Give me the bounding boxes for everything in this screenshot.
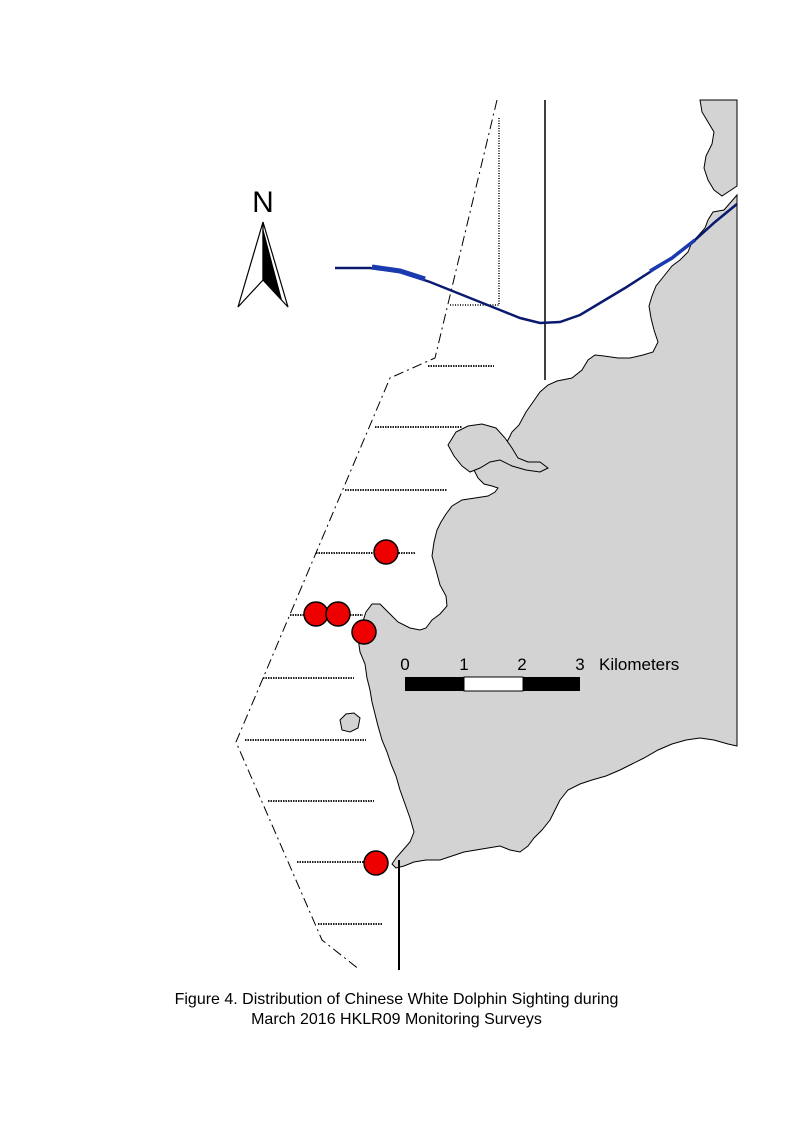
- survey-area-boundary: [235, 99, 498, 971]
- dolphin-sighting[interactable]: [303, 601, 329, 627]
- dolphin-sighting[interactable]: [373, 539, 399, 565]
- dolphin-sighting[interactable]: [351, 619, 377, 645]
- scale-unit: Kilometers: [599, 655, 679, 674]
- transect-lines: [245, 365, 494, 925]
- land-peninsula: [447, 423, 549, 473]
- figure-caption: Figure 4. Distribution of Chinese White …: [0, 990, 793, 1030]
- dolphin-sightings: [303, 539, 399, 876]
- north-arrow-shade: [263, 228, 282, 300]
- dolphin-sighting[interactable]: [363, 850, 389, 876]
- land-mass: [357, 193, 738, 869]
- north-arrow-left-half: [237, 221, 264, 308]
- caption-line-1: Figure 4. Distribution of Chinese White …: [174, 991, 619, 1008]
- caption-line-2: March 2016 HKLR09 Monitoring Surveys: [251, 1011, 542, 1028]
- scale-bar-segment: [523, 677, 580, 691]
- scale-bar-segment: [405, 677, 464, 691]
- scale-tick-0: 0: [400, 655, 409, 674]
- scale-bar: 0 1 2 3 Kilometers: [400, 655, 679, 692]
- scale-tick-1: 1: [459, 655, 468, 674]
- land-mass-north: [699, 99, 738, 197]
- bridge-thick-section: [649, 238, 697, 273]
- small-island: [339, 712, 361, 733]
- dolphin-sighting[interactable]: [325, 601, 351, 627]
- scale-bar-segment: [463, 676, 524, 692]
- north-arrow: N: [237, 186, 289, 308]
- bridge-thick-section: [371, 264, 426, 282]
- north-arrow-label: N: [252, 186, 274, 219]
- inner-boundary: [450, 118, 500, 306]
- scale-tick-2: 2: [517, 655, 526, 674]
- scale-tick-3: 3: [575, 655, 584, 674]
